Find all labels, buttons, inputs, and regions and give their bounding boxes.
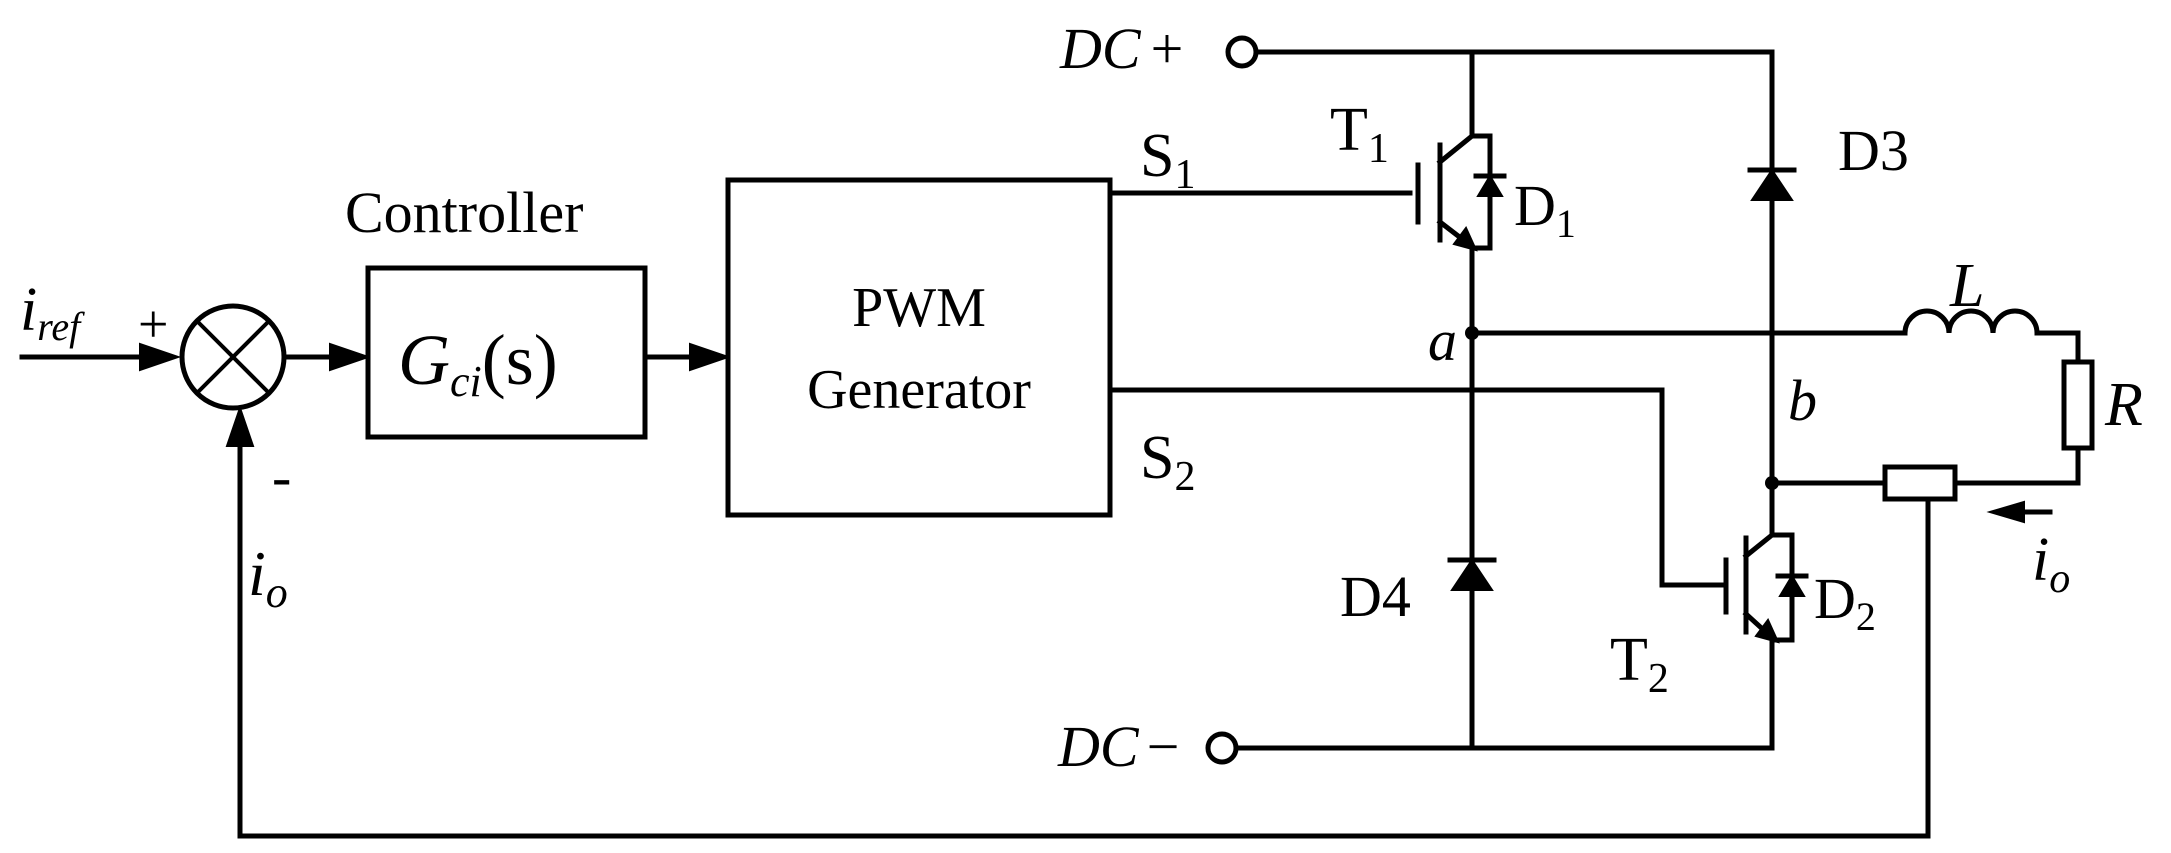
current-sensor xyxy=(1882,464,1958,502)
reference-input-wire xyxy=(19,342,182,372)
t2-label: T2 xyxy=(1610,626,1669,702)
d3-diode xyxy=(1747,167,1797,201)
feedback-loop-wire xyxy=(225,404,1931,839)
plus-sign: + xyxy=(138,294,168,354)
load-current-arrow xyxy=(1986,500,2053,524)
load-wire xyxy=(1469,308,2081,486)
dc-plus-label: DC+ xyxy=(1059,16,1183,81)
dc-plus-terminal xyxy=(1225,35,1259,69)
inductor-label: L xyxy=(1949,252,1984,320)
d4-diode xyxy=(1447,557,1497,591)
t1-label: T1 xyxy=(1330,96,1389,172)
summing-junction xyxy=(179,303,287,411)
s1-label: S1 xyxy=(1140,122,1195,198)
resistor-label: R xyxy=(2104,371,2143,439)
controller-to-pwm-wire xyxy=(642,342,732,372)
resistor-symbol xyxy=(2061,359,2095,451)
s2-signal-wire xyxy=(1107,387,1721,588)
d3-label: D3 xyxy=(1838,118,1909,183)
t2-igbt xyxy=(1715,531,1809,644)
d4-label: D4 xyxy=(1340,564,1411,629)
controller-transfer-function: Gci(s) xyxy=(398,320,558,406)
i-ref-label: iref xyxy=(20,276,85,349)
controller-block xyxy=(365,265,648,440)
node-b-label: b xyxy=(1788,368,1817,433)
pwm-generator-label-line1: PWM xyxy=(852,277,986,339)
i-o-load-label: io xyxy=(2032,526,2070,602)
pwm-generator-block xyxy=(725,177,1113,518)
dc-minus-terminal xyxy=(1205,731,1239,765)
node-a-label: a xyxy=(1428,308,1457,373)
s2-label: S2 xyxy=(1140,424,1195,500)
dc-minus-label: DC− xyxy=(1057,714,1179,779)
pwm-generator-label-line2: Generator xyxy=(807,359,1031,421)
i-o-feedback-label: io xyxy=(248,538,288,617)
sum-to-controller-wire xyxy=(281,342,372,372)
d2-label: D2 xyxy=(1814,566,1876,639)
minus-sign: - xyxy=(272,444,291,509)
controller-title: Controller xyxy=(345,180,583,245)
t1-igbt xyxy=(1387,132,1507,252)
d1-label: D1 xyxy=(1514,173,1576,246)
